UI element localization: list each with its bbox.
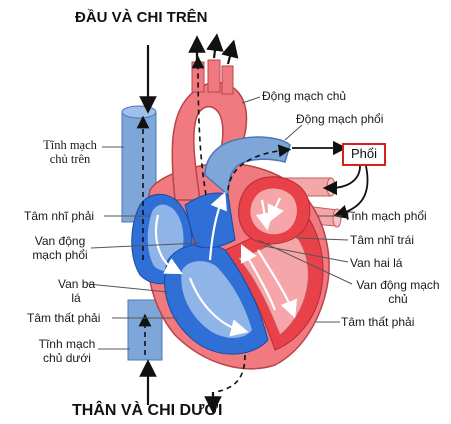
aorta-downflow-path xyxy=(214,354,246,393)
label-aortic-valve: Van động mạch chủ xyxy=(348,278,448,306)
label-ivc-line2: chủ dưới xyxy=(43,351,91,365)
label-right-ventricle: Tâm thất phải xyxy=(27,311,101,325)
label-tricuspid-line1: Van ba xyxy=(58,277,96,291)
label-pulmonary-valve: Van động mạch phổi xyxy=(28,234,92,262)
label-ivc-line1: Tĩnh mạch xyxy=(38,337,96,351)
label-svc-line2: chủ trên xyxy=(49,152,91,166)
label-pulmonary-veins: Tĩnh mạch phổi xyxy=(344,209,427,223)
solid-flow-arrows xyxy=(139,33,239,414)
lungs-box: Phổi xyxy=(342,143,387,166)
label-pulmonary-artery: Động mạch phổi xyxy=(296,112,384,126)
label-tricuspid-valve: Van ba lá xyxy=(58,277,96,305)
label-aorta: Động mạch chủ xyxy=(262,89,347,103)
leader-lines xyxy=(87,96,353,350)
label-left-ventricle: Tâm thất phải xyxy=(341,315,415,329)
aorta-upflow-arrow xyxy=(191,55,207,196)
label-pulm-valve-line2: mạch phổi xyxy=(32,248,88,262)
top-outflow-arrow-3 xyxy=(221,39,239,65)
label-right-atrium: Tâm nhĩ phải xyxy=(24,209,95,223)
top-title: ĐẦU VÀ CHI TRÊN xyxy=(75,9,208,26)
pulmonary-flow-arrow xyxy=(227,144,292,191)
lung-circulation-arrows xyxy=(292,140,369,219)
label-aortic-valve-line1: Van động mạch xyxy=(356,278,440,292)
pulmonary-artery xyxy=(204,136,291,197)
bottom-title: THÂN VÀ CHI DƯỚI xyxy=(72,402,223,419)
top-outflow-arrow-2 xyxy=(206,33,224,59)
label-superior-vena-cava: Tĩnh mạch chủ trên xyxy=(36,138,104,166)
dashed-flow-arrows xyxy=(136,55,292,393)
label-tricuspid-line2: lá xyxy=(71,291,81,305)
label-left-atrium: Tâm nhĩ trái xyxy=(350,233,415,247)
label-pulm-valve-line1: Van động xyxy=(34,234,86,248)
label-mitral-valve: Van hai lá xyxy=(350,256,403,270)
blood-flow-arrows xyxy=(154,191,298,337)
label-aortic-valve-line2: chủ xyxy=(388,292,408,306)
label-svc-line1: Tĩnh mạch xyxy=(43,138,97,152)
label-inferior-vena-cava: Tĩnh mạch chủ dưới xyxy=(34,337,100,365)
